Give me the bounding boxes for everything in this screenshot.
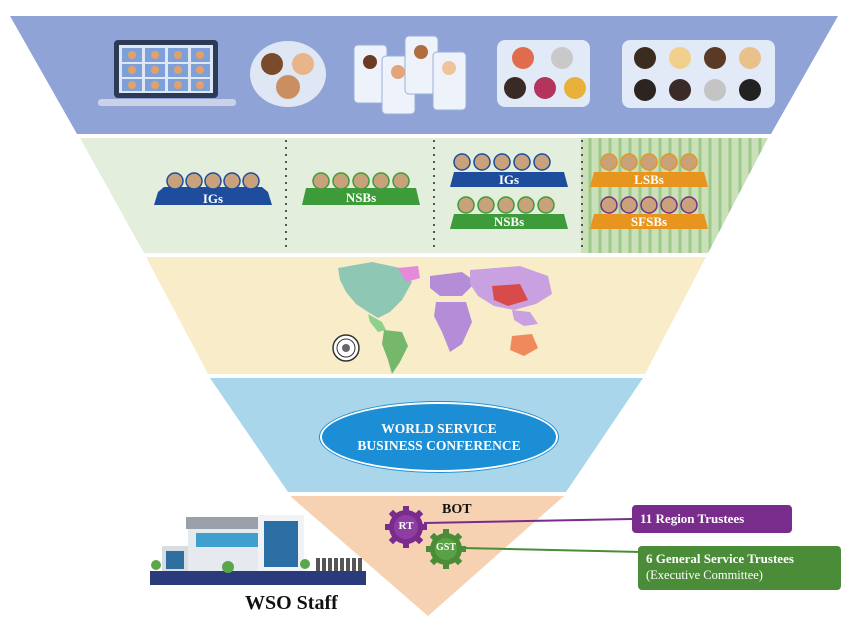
- igs-label-2: IGs: [498, 172, 520, 187]
- central-america: [368, 314, 386, 332]
- sfsbs-label: SFSBs: [630, 214, 668, 229]
- europe: [430, 272, 476, 296]
- gs-trustees-sublabel: (Executive Committee): [646, 568, 763, 582]
- conference-line-1: WORLD SERVICE: [381, 421, 497, 436]
- conference-ellipse: WORLD SERVICE BUSINESS CONFERENCE: [320, 402, 558, 472]
- lsbs-label: LSBs: [634, 172, 664, 187]
- china: [492, 284, 528, 306]
- greenland: [398, 266, 420, 282]
- africa: [434, 302, 472, 352]
- southeast-asia: [512, 310, 538, 326]
- lsbs-ribbon: [590, 172, 708, 187]
- igs-ribbon-2: [450, 172, 568, 187]
- nsbs-label-1: NSBs: [345, 190, 377, 205]
- region-trustees-box: 11 Region Trustees: [632, 505, 792, 533]
- nsbs-ribbon-2: [450, 214, 568, 229]
- world-map: [332, 262, 552, 374]
- sfsbs-ribbon: [590, 214, 708, 229]
- rt-connector-line: [423, 518, 633, 524]
- staff-people-icon: [316, 558, 362, 571]
- tier2-dividers: [285, 140, 583, 252]
- tier-areas-map: [146, 257, 706, 374]
- laptop-video-call-icon: [98, 40, 236, 106]
- conference-line-2: BUSINESS CONFERENCE: [357, 438, 521, 453]
- south-america: [382, 330, 408, 374]
- gs-trustees-label: 6 General Service Trustees: [646, 551, 794, 566]
- bot-label: BOT: [442, 502, 472, 517]
- gst-connector-line: [461, 547, 641, 553]
- tier-trustees: [290, 496, 564, 616]
- rt-label: RT: [398, 520, 414, 532]
- small-group-icon: [250, 41, 326, 107]
- seal-icon: [332, 334, 360, 362]
- nsbs-label-2: NSBs: [493, 214, 525, 229]
- gst-gear-icon: [426, 529, 466, 569]
- wso-building-icon: [150, 515, 366, 585]
- north-america: [338, 262, 412, 318]
- group-circle-icon: [497, 40, 590, 107]
- gs-trustees-box: 6 General Service Trustees (Executive Co…: [638, 546, 841, 590]
- region-trustees-label: 11 Region Trustees: [640, 511, 745, 526]
- igs-label-1: IGs: [202, 191, 224, 206]
- rt-gear-icon: [385, 506, 427, 548]
- member-faces: [166, 153, 698, 214]
- phones-icon: [353, 35, 467, 115]
- faces-grid-icon: [622, 40, 775, 108]
- nsbs-ribbon-1: [302, 188, 420, 205]
- wso-staff-label: WSO Staff: [245, 592, 338, 614]
- gst-label: GST: [435, 542, 456, 553]
- australia: [510, 334, 538, 356]
